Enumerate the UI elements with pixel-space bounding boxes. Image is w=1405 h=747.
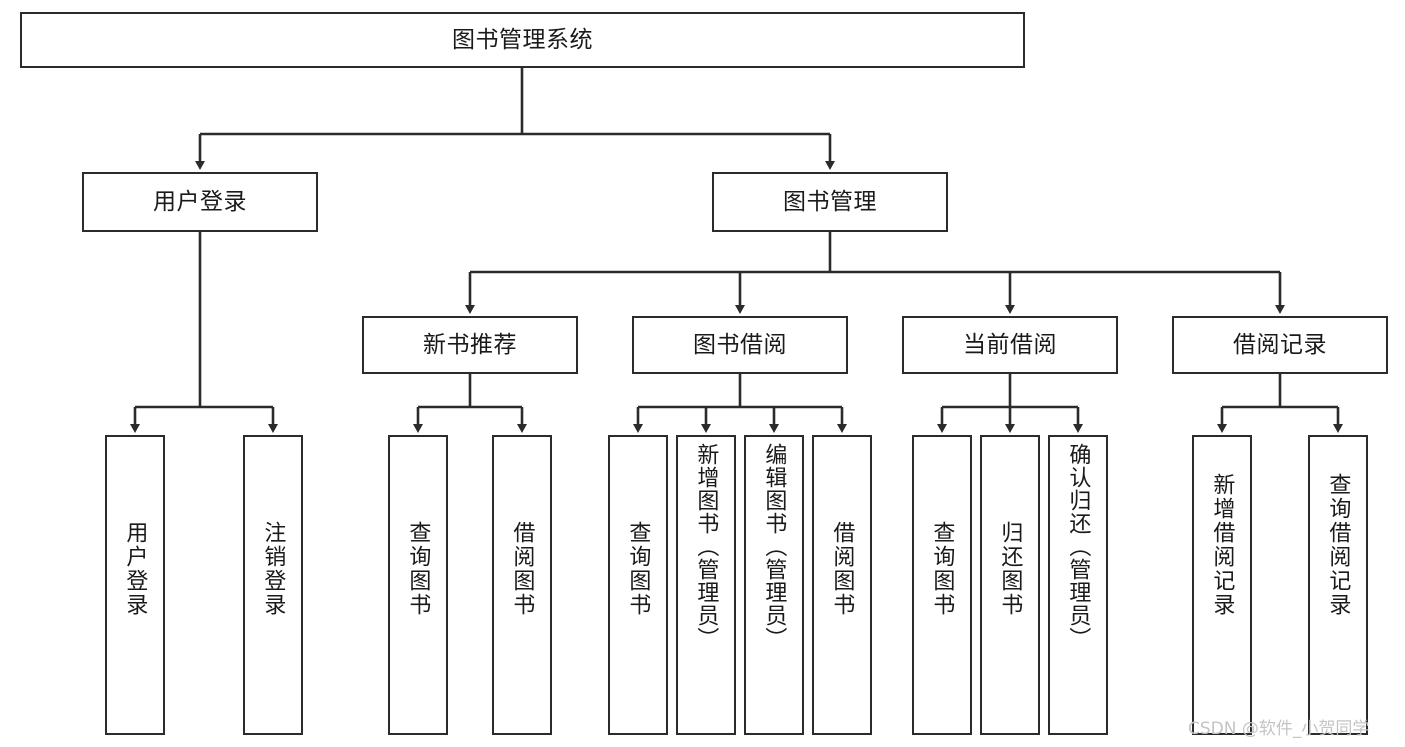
node-label: 借阅图书: [830, 521, 856, 617]
node-label: 借阅图书: [510, 521, 536, 617]
node-leaf-user-login[interactable]: 用户登录: [105, 435, 165, 735]
node-leaf-edit-book-admin[interactable]: 编辑图书（管理员）: [744, 435, 804, 735]
node-leaf-query-book-recommend[interactable]: 查询图书: [388, 435, 448, 735]
node-user-login[interactable]: 用户登录: [82, 172, 318, 232]
node-label: 新书推荐: [423, 331, 517, 358]
node-current-borrow[interactable]: 当前借阅: [902, 316, 1118, 374]
node-label: 编辑图书（管理员）: [762, 443, 788, 650]
node-leaf-return-book[interactable]: 归还图书: [980, 435, 1040, 735]
node-label: 查询图书: [406, 521, 432, 617]
node-leaf-query-borrow-record[interactable]: 查询借阅记录: [1308, 435, 1368, 735]
node-leaf-query-book-borrow[interactable]: 查询图书: [608, 435, 668, 735]
node-label: 新增图书（管理员）: [694, 443, 720, 650]
node-label: 查询图书: [626, 521, 652, 617]
node-label: 借阅记录: [1233, 331, 1327, 358]
node-label: 用户登录: [123, 521, 149, 617]
node-leaf-borrow-book-recommend[interactable]: 借阅图书: [492, 435, 552, 735]
node-book-borrow[interactable]: 图书借阅: [632, 316, 848, 374]
node-borrow-record[interactable]: 借阅记录: [1172, 316, 1388, 374]
node-label: 查询借阅记录: [1326, 473, 1352, 617]
node-label: 图书借阅: [693, 331, 787, 358]
node-label: 当前借阅: [963, 331, 1057, 358]
node-leaf-add-borrow-record[interactable]: 新增借阅记录: [1192, 435, 1252, 735]
node-leaf-add-book-admin[interactable]: 新增图书（管理员）: [676, 435, 736, 735]
node-label: 归还图书: [998, 521, 1024, 617]
node-label: 注销登录: [261, 521, 287, 617]
node-leaf-logout[interactable]: 注销登录: [243, 435, 303, 735]
node-label: 图书管理: [783, 188, 877, 215]
node-leaf-query-book-current[interactable]: 查询图书: [912, 435, 972, 735]
node-leaf-confirm-return-admin[interactable]: 确认归还（管理员）: [1048, 435, 1108, 735]
node-root-system[interactable]: 图书管理系统: [20, 12, 1025, 68]
node-label: 确认归还（管理员）: [1066, 443, 1092, 650]
node-label: 查询图书: [930, 521, 956, 617]
csdn-watermark: CSDN @软件_小贺同学: [1188, 719, 1370, 739]
node-book-management[interactable]: 图书管理: [712, 172, 948, 232]
node-label: 新增借阅记录: [1210, 473, 1236, 617]
node-label: 用户登录: [153, 188, 247, 215]
node-leaf-borrow-book[interactable]: 借阅图书: [812, 435, 872, 735]
node-new-book-recommend[interactable]: 新书推荐: [362, 316, 578, 374]
node-label: 图书管理系统: [452, 26, 593, 53]
